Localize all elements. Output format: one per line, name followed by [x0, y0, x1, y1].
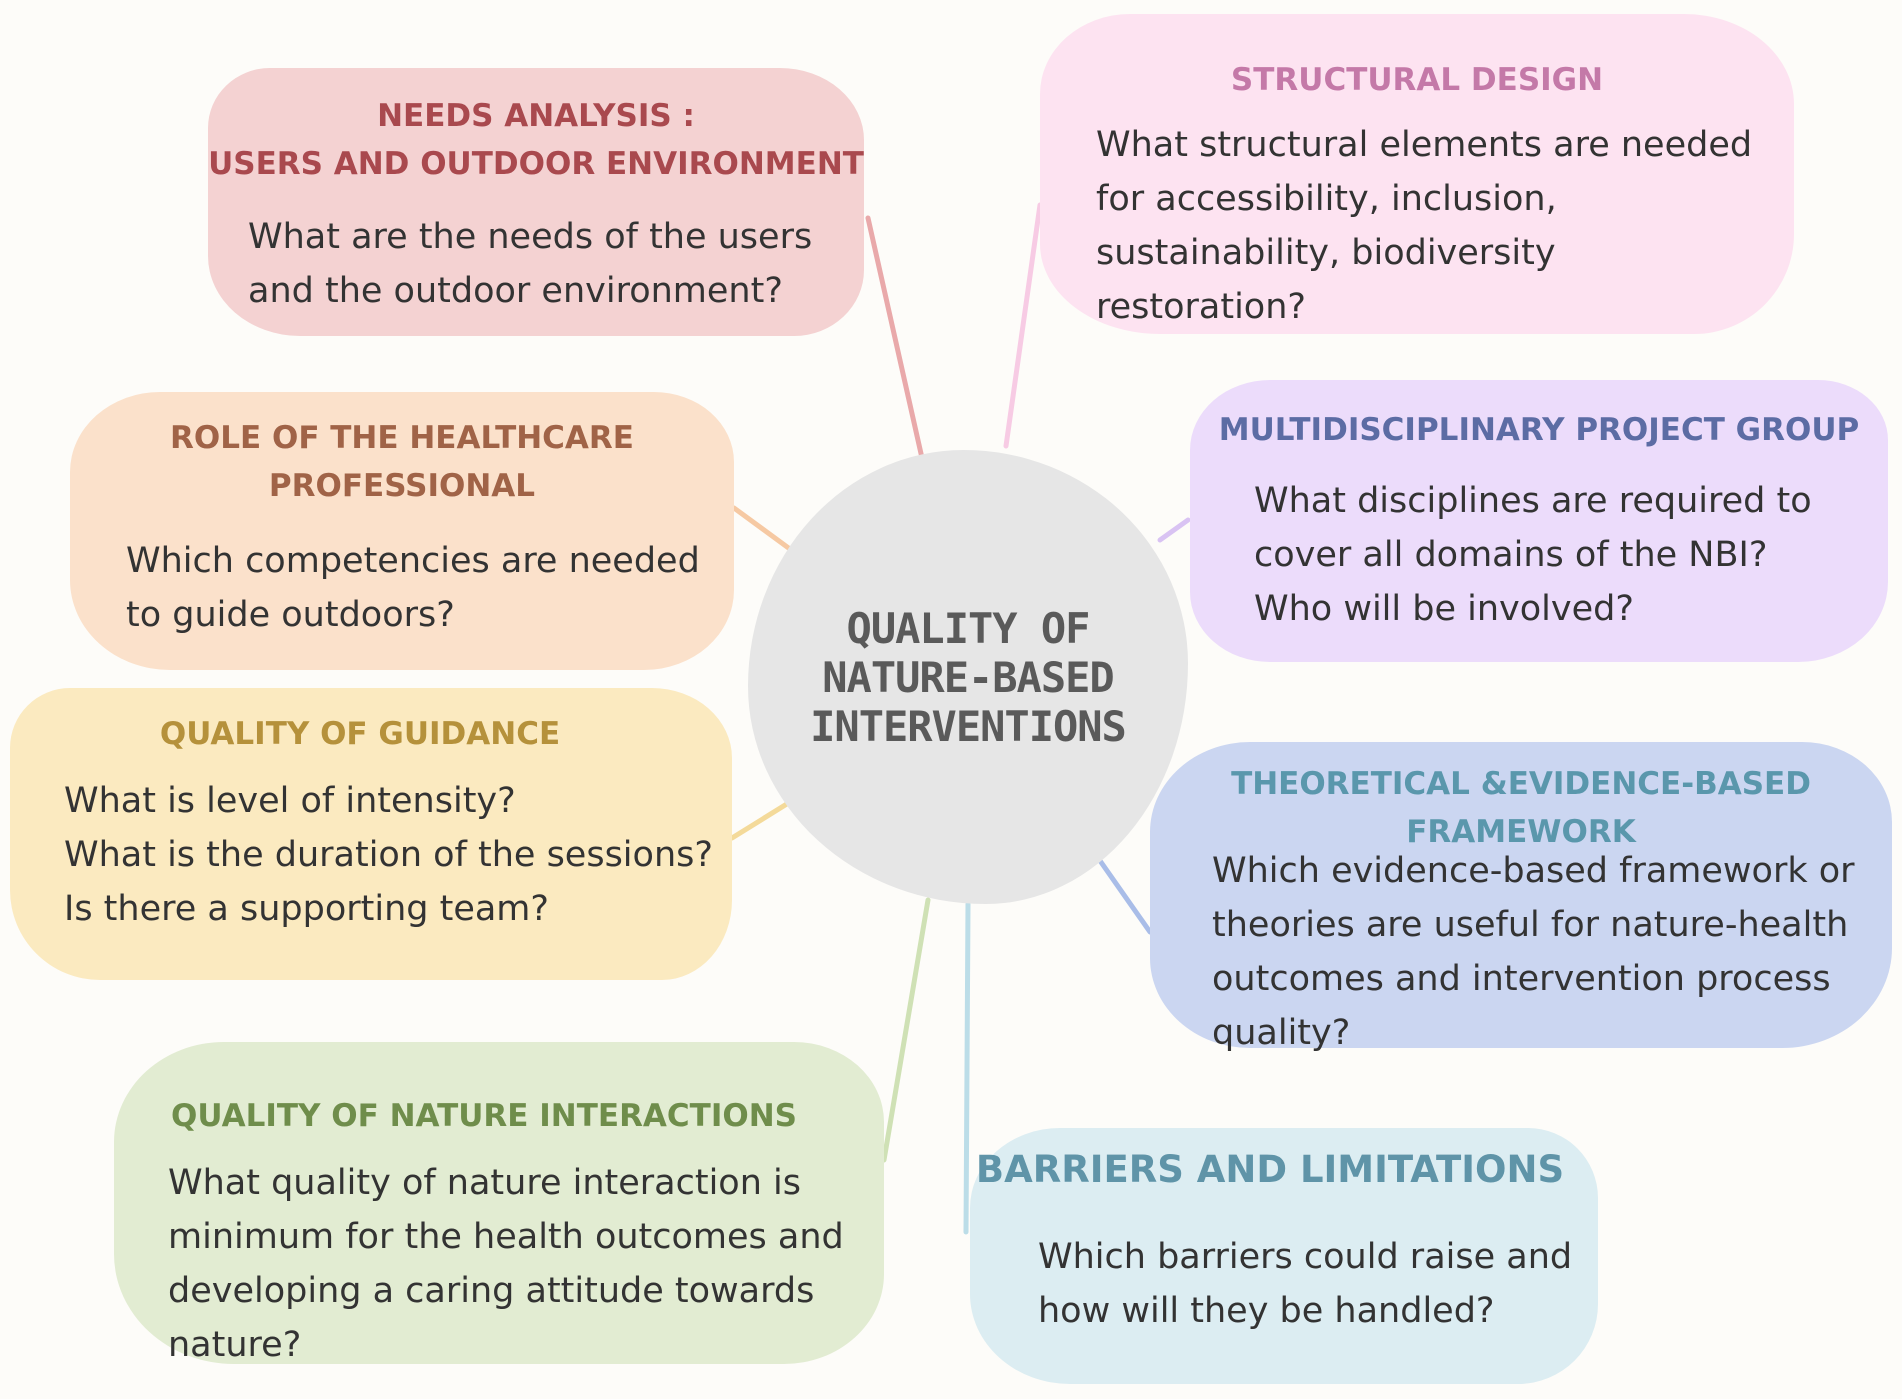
card-healthcare-professional-title: ROLE OF THE HEALTHCARE PROFESSIONAL — [170, 420, 634, 504]
connector-nature — [881, 897, 931, 1163]
card-nature-interactions-title: QUALITY OF NATURE INTERACTIONS — [171, 1098, 797, 1134]
connector-guidance — [729, 799, 793, 841]
card-nature-interactions-body: What quality of nature interaction is mi… — [168, 1163, 844, 1365]
connector-multidisciplinary — [1157, 517, 1191, 543]
connector-structural — [1003, 202, 1043, 449]
card-nature-interactions: QUALITY OF NATURE INTERACTIONS What qual… — [114, 1042, 884, 1365]
card-barriers-limitations: BARRIERS AND LIMITATIONS Which barriers … — [970, 1128, 1598, 1384]
card-barriers-limitations-body: Which barriers could raise and how will … — [1038, 1237, 1573, 1331]
card-healthcare-professional-body: Which competencies are needed to guide o… — [126, 541, 700, 635]
card-quality-of-guidance: QUALITY OF GUIDANCE What is level of int… — [10, 688, 732, 980]
connector-theoretical — [1093, 852, 1153, 935]
card-quality-of-guidance-title: QUALITY OF GUIDANCE — [159, 716, 561, 752]
card-needs-analysis-body: What are the needs of the users and the … — [248, 217, 813, 311]
card-theoretical-framework-body: Which evidence-based framework or theori… — [1212, 851, 1855, 1053]
card-healthcare-professional: ROLE OF THE HEALTHCARE PROFESSIONAL Whic… — [70, 392, 734, 670]
card-barriers-limitations-title: BARRIERS AND LIMITATIONS — [975, 1148, 1565, 1191]
central-topic: QUALITY OF NATURE-BASED INTERVENTIONS — [748, 450, 1188, 904]
card-theoretical-framework: THEORETICAL &EVIDENCE-BASED FRAMEWORK Wh… — [1150, 742, 1892, 1053]
card-multidisciplinary-group-body: What disciplines are required to cover a… — [1254, 481, 1812, 629]
card-needs-analysis-title: NEEDS ANALYSIS : USERS AND OUTDOOR ENVIR… — [208, 98, 864, 182]
central-topic-title: QUALITY OF NATURE-BASED INTERVENTIONS — [810, 603, 1127, 751]
card-structural-design-title: STRUCTURAL DESIGN — [1230, 62, 1604, 98]
card-multidisciplinary-group: MULTIDISCIPLINARY PROJECT GROUP What dis… — [1190, 380, 1888, 662]
card-quality-of-guidance-body: What is level of intensity? What is the … — [64, 781, 713, 929]
connector-barriers — [963, 901, 971, 1235]
card-multidisciplinary-group-title: MULTIDISCIPLINARY PROJECT GROUP — [1218, 412, 1860, 448]
card-structural-design: STRUCTURAL DESIGN What structural elemen… — [1040, 14, 1794, 334]
card-needs-analysis: NEEDS ANALYSIS : USERS AND OUTDOOR ENVIR… — [208, 68, 864, 336]
card-theoretical-framework-title: THEORETICAL &EVIDENCE-BASED FRAMEWORK — [1231, 766, 1811, 850]
connector-needs — [865, 215, 925, 461]
connector-healthcare — [731, 505, 797, 555]
card-structural-design-body: What structural elements are needed for … — [1096, 125, 1753, 327]
